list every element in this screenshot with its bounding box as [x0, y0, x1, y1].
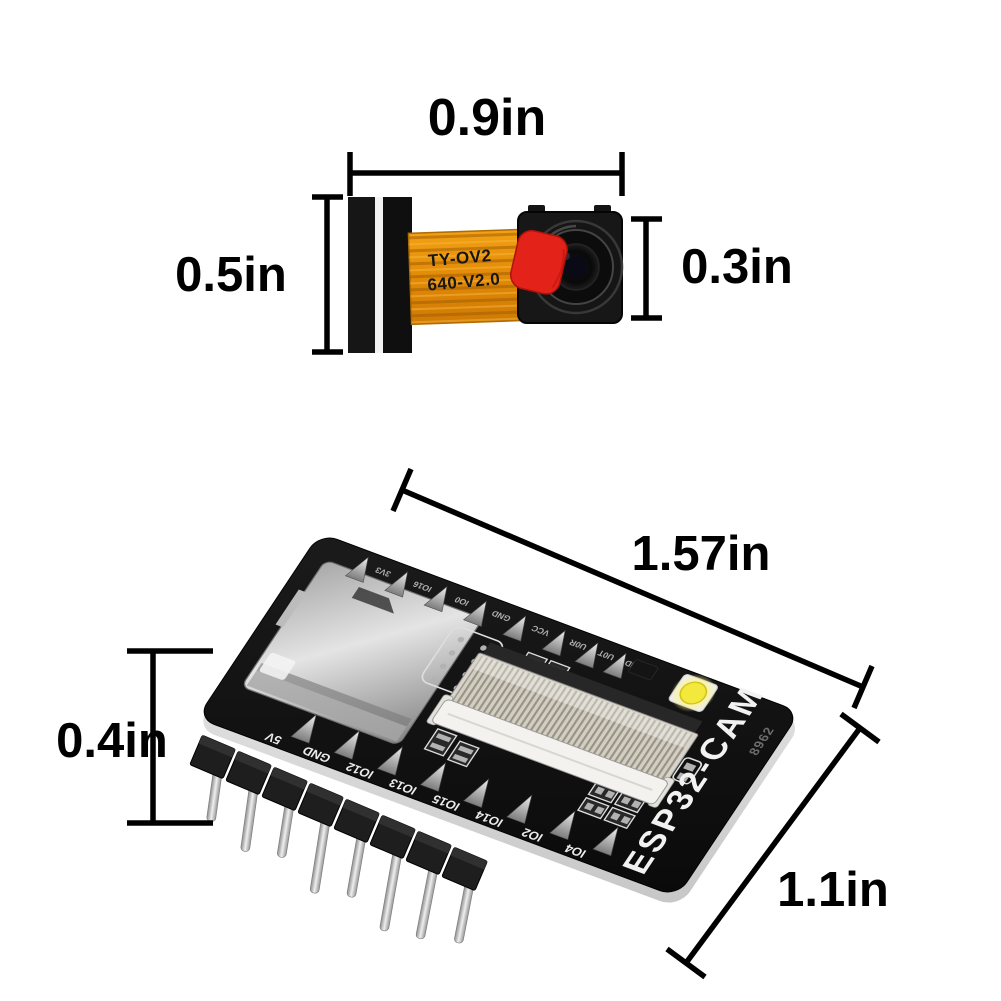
microsd-clip-highlight [259, 652, 296, 680]
led-core [679, 681, 708, 705]
transistor [628, 659, 659, 680]
header-pin [379, 849, 403, 932]
dim-label-camera-height-left: 0.5in [175, 248, 287, 302]
header-pin [240, 785, 259, 852]
header-pin [454, 881, 475, 944]
dim-camera-height-right: 0.3in [631, 216, 793, 321]
bottom-pin-label: 5V [262, 730, 285, 747]
esp32-cam-board: 3V3 IO16 IO0 GND VCC U0R U0T GND [203, 537, 796, 903]
pin-headers [189, 735, 488, 944]
dim-board-height-left: 0.4in [56, 648, 213, 826]
header-base [450, 847, 488, 870]
header-pin [346, 833, 367, 898]
microsd-slot [243, 561, 481, 744]
header-pin [415, 865, 439, 940]
header-base [414, 831, 452, 854]
fpc-connector [426, 642, 703, 808]
smd-cluster-right-of-fpc [576, 780, 647, 830]
smd-cluster-left-of-fpc [423, 727, 480, 768]
fpc-opening [480, 642, 703, 737]
top-pin-label: IO0 [452, 595, 471, 608]
dim-label-board-side-right: 1.1in [777, 863, 889, 917]
header-base [378, 815, 416, 838]
dim-board-width: 1.57in [390, 467, 875, 710]
fpc-contact-ridges [450, 655, 694, 782]
flash-led [668, 674, 718, 712]
header-base [270, 767, 308, 790]
header-bases [189, 735, 488, 891]
camera-dimensions: 0.9in 0.5in 0.3in [175, 89, 793, 355]
camera-body [509, 205, 624, 324]
camera-connector-bar-left [348, 197, 375, 353]
dim-label-camera-height-right: 0.3in [681, 240, 793, 294]
camera-connector-bar-right [383, 197, 412, 353]
microsd-seam [256, 663, 412, 727]
header-base [234, 751, 272, 774]
dim-label-board-height-left: 0.4in [56, 714, 168, 768]
header-pins [206, 769, 475, 944]
microsd-notch [351, 587, 394, 614]
board-dimensions: 1.57in 0.4in 1.1in [56, 467, 889, 980]
header-base [306, 783, 344, 806]
camera-connector-gap [375, 197, 383, 353]
microsd-card-edge [275, 589, 307, 628]
dim-label-board-width: 1.57in [632, 527, 771, 581]
header-base [198, 735, 236, 758]
camera-module: TY-OV2 640-V2.0 [348, 197, 624, 353]
dim-board-side-right: 1.1in [665, 711, 889, 980]
dim-camera-width: 0.9in [347, 89, 625, 196]
camera-flex-cable: TY-OV2 640-V2.0 [407, 227, 549, 326]
bottom-pin-label: IO4 [562, 841, 589, 860]
smd-pair-right [672, 757, 703, 785]
bottom-pin-label: IO2 [519, 825, 546, 844]
header-base [342, 799, 380, 822]
dim-camera-height-left: 0.5in [175, 194, 343, 355]
dim-label-camera-width: 0.9in [428, 89, 547, 147]
red-pull-tab [509, 229, 568, 295]
header-pin [309, 817, 331, 894]
